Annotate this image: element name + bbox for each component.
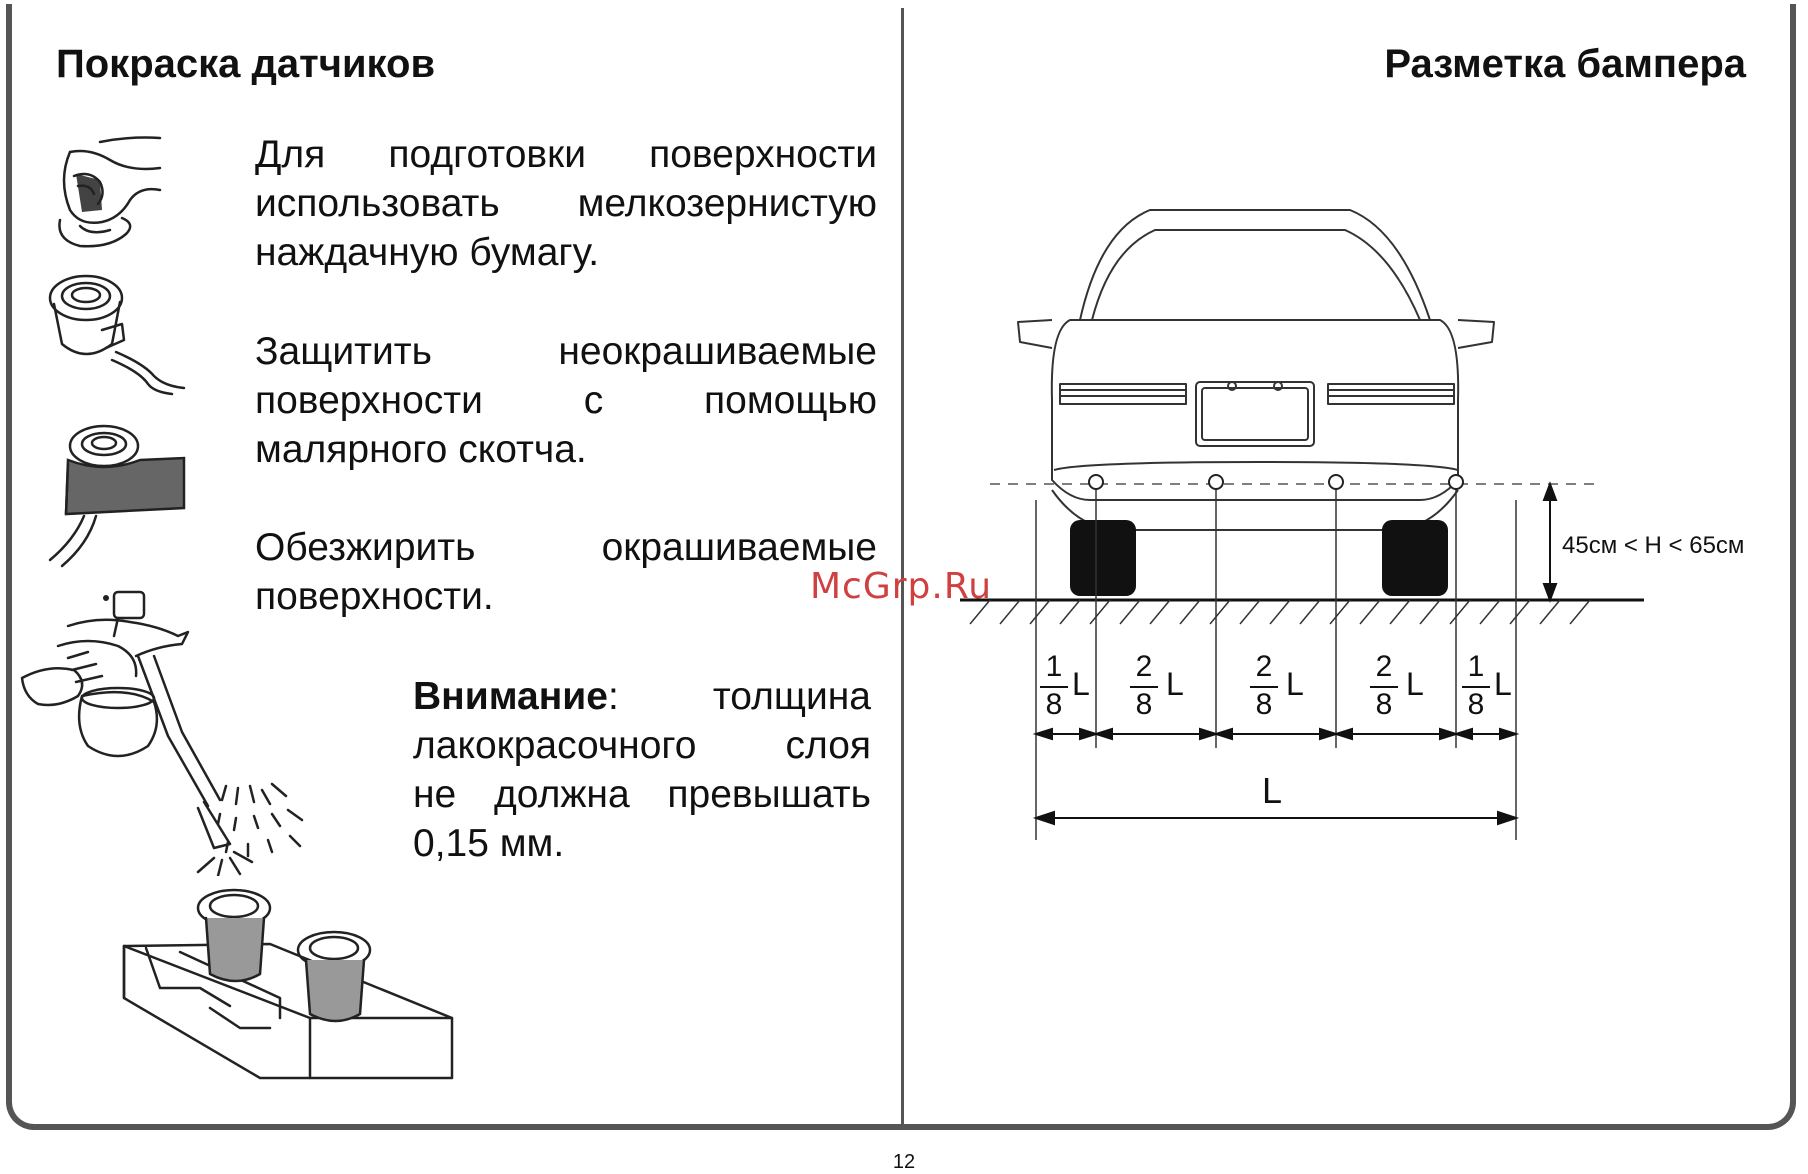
sensor-point <box>1088 474 1104 490</box>
bumper-marking-diagram <box>960 209 1644 840</box>
car-rear-outline <box>1017 209 1495 543</box>
fraction-denominator: 8 <box>1467 688 1485 721</box>
paragraph-degrease: Обезжирить окрашиваемые поверхности. <box>255 523 877 621</box>
fraction-numerator: 2 <box>1135 650 1153 683</box>
fraction-numerator: 1 <box>1467 650 1485 683</box>
fraction-bar <box>1370 686 1398 688</box>
fraction-unit: L <box>1166 666 1184 702</box>
text-line: лакокрасочного слоя <box>413 724 871 767</box>
fraction-bar <box>1250 686 1278 688</box>
fraction-numerator: 1 <box>1045 650 1063 683</box>
fraction-numerator: 2 <box>1375 650 1393 683</box>
fraction-denominator: 8 <box>1135 688 1153 721</box>
right-title: Разметка бампера <box>1384 42 1746 86</box>
watermark: McGrp.Ru <box>810 566 993 607</box>
height-dimension <box>1542 481 1558 603</box>
masked-sensor-illustration <box>48 424 186 568</box>
fraction-unit: L <box>1286 666 1304 702</box>
fraction-unit: L <box>1406 666 1424 702</box>
sensor-point <box>1448 474 1464 490</box>
height-label: 45см < H < 65см <box>1562 532 1745 559</box>
warning-first-rest: : толщина <box>607 675 871 718</box>
left-tyre <box>1070 520 1136 596</box>
text-line: поверхности. <box>255 575 494 618</box>
total-dimension <box>1032 810 1520 826</box>
sanding-hand-illustration <box>58 136 162 248</box>
segment-dimension <box>1032 727 1520 741</box>
paragraph-sanding: Для подготовки поверхности использовать … <box>255 130 877 277</box>
text-line: Обезжирить окрашиваемые <box>255 526 877 569</box>
text-line: использовать мелкозернистую <box>255 182 877 225</box>
warning-first-line: Внимание: толщина <box>413 672 871 721</box>
left-title: Покраска датчиков <box>56 42 436 86</box>
spray-mist-illustration <box>216 782 304 858</box>
fraction-denominator: 8 <box>1375 688 1393 721</box>
sensor-point <box>1328 474 1344 490</box>
text-line: Для подготовки поверхности <box>255 133 877 176</box>
sensor-points <box>1088 474 1464 490</box>
sensor-stand-illustration <box>122 888 454 1080</box>
sensor-point <box>1208 474 1224 490</box>
text-line: 0,15 мм. <box>413 822 565 865</box>
text-line: наждачную бумагу. <box>255 231 600 274</box>
text-line: Защитить неокрашиваемые <box>255 330 877 373</box>
page-number: 12 <box>892 1151 916 1173</box>
column-divider <box>901 8 904 1130</box>
total-length-label: L <box>1262 770 1283 811</box>
text-line: малярного скотча. <box>255 428 587 471</box>
fraction-numerator: 2 <box>1255 650 1273 683</box>
fraction-denominator: 8 <box>1255 688 1273 721</box>
ground-hatching <box>969 599 1591 625</box>
sensor-illustration <box>48 274 186 396</box>
text-line: поверхности с помощью <box>255 379 877 422</box>
fraction-bar <box>1462 686 1490 688</box>
text-line: не должна превышать <box>413 773 871 816</box>
fraction-bar <box>1130 686 1158 688</box>
paragraph-warning: Внимание: толщина лакокрасочного слоя не… <box>413 672 871 868</box>
fraction-unit: L <box>1494 666 1512 702</box>
spray-gun-illustration <box>20 590 254 876</box>
fraction-denominator: 8 <box>1045 688 1063 721</box>
warning-label: Внимание <box>413 675 608 718</box>
fraction-unit: L <box>1072 666 1090 702</box>
right-tyre <box>1382 520 1448 596</box>
fraction-bar <box>1040 686 1068 688</box>
paragraph-masking: Защитить неокрашиваемые поверхности с по… <box>255 327 877 474</box>
